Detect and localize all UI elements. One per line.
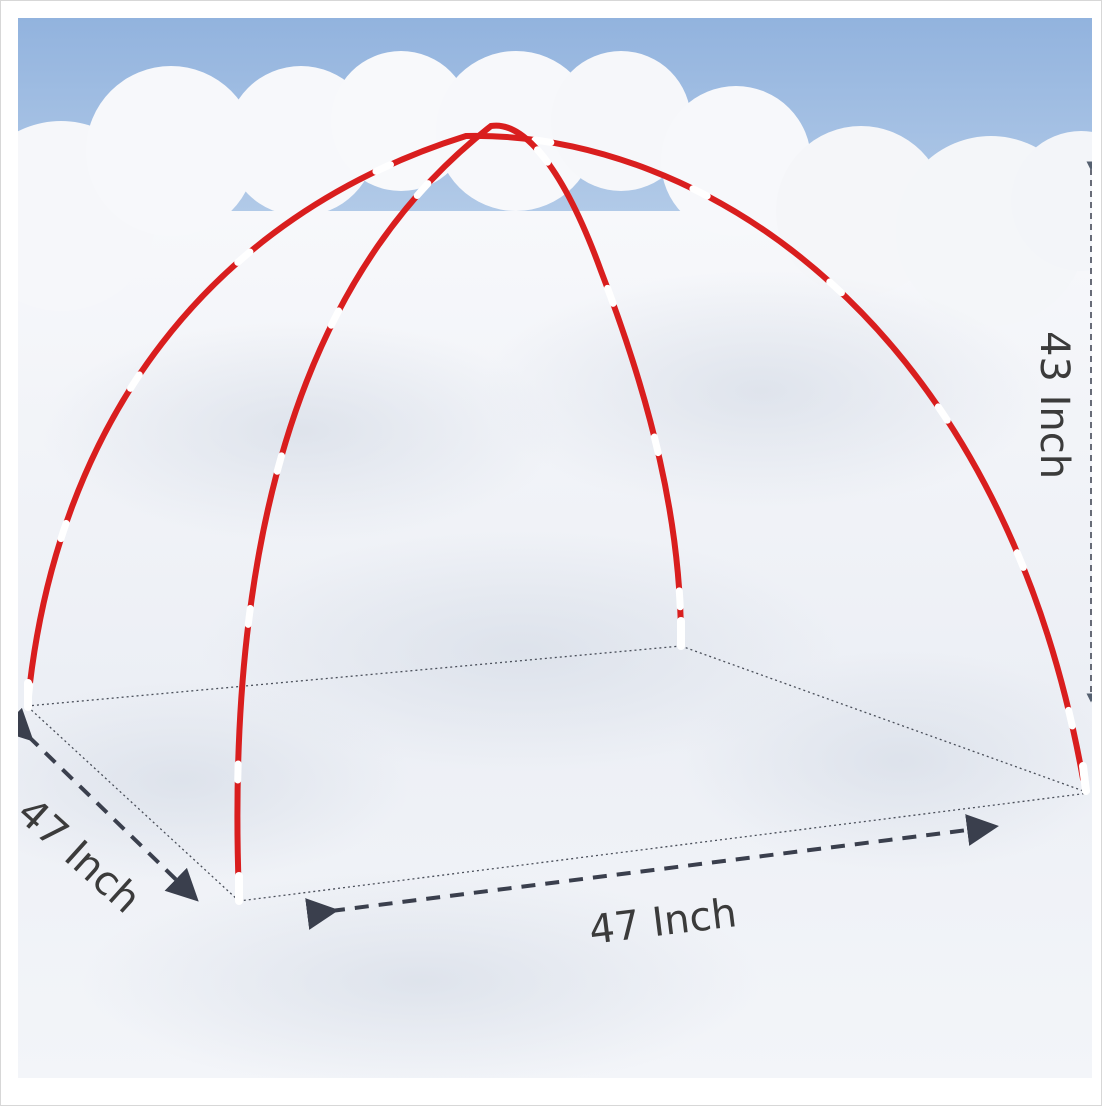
dome-frame-diagram: 43 Inch 47 Inch 47 Inch: [18, 18, 1092, 1078]
pole-frame: [24, 122, 1090, 905]
height-label: 43 Inch: [1031, 331, 1077, 479]
pole-back-arch: [25, 132, 1086, 782]
product-image: 43 Inch 47 Inch 47 Inch: [18, 18, 1092, 1078]
width-dimension: [305, 814, 999, 930]
